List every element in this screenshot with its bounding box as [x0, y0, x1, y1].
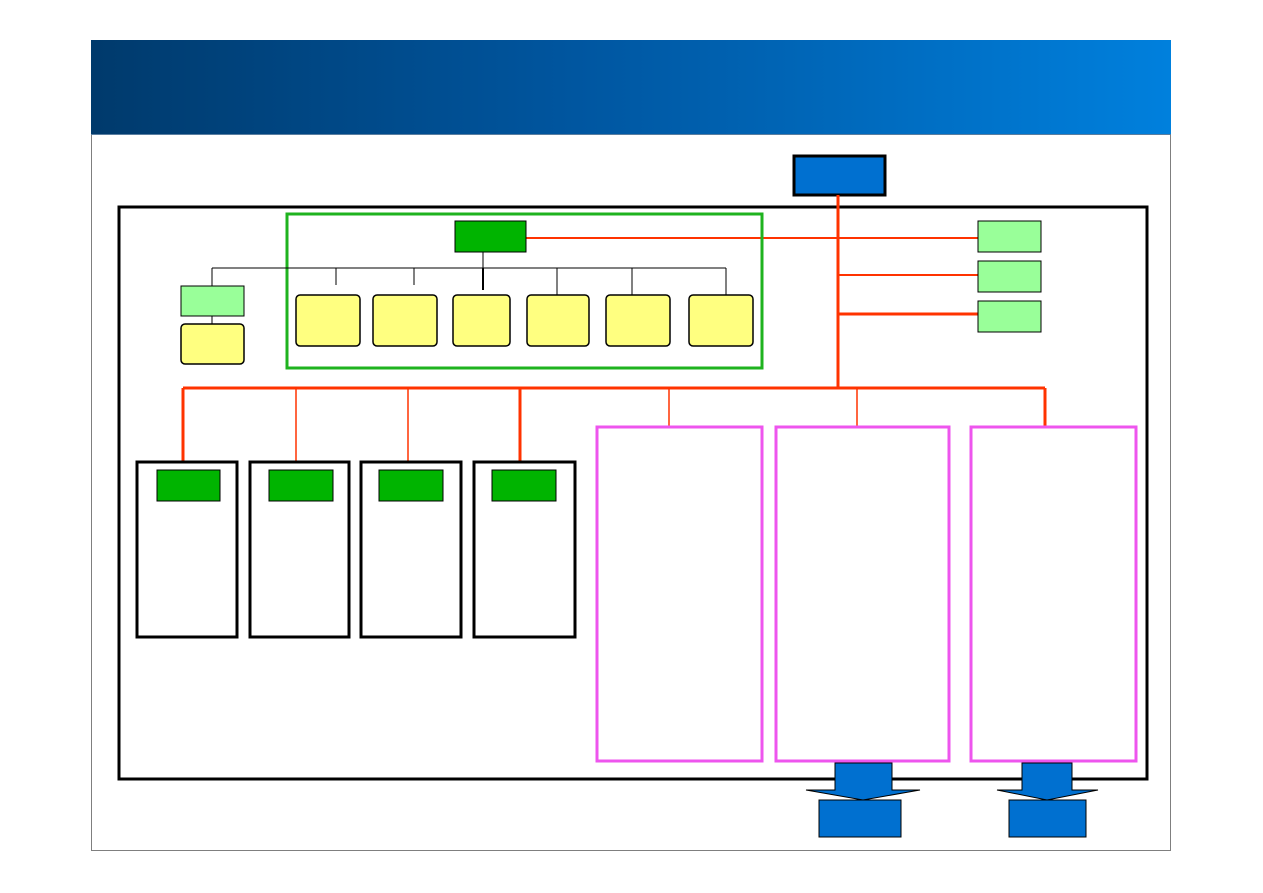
yellow-box-4[interactable] — [526, 294, 590, 347]
department-header-4[interactable] — [491, 469, 557, 502]
top-box[interactable] — [792, 154, 887, 197]
left-light-green-box[interactable] — [180, 285, 245, 317]
bottom-box-2[interactable] — [1008, 799, 1087, 838]
bottom-box-1[interactable] — [818, 799, 902, 838]
right-light-green-box-2[interactable] — [977, 260, 1042, 293]
magenta-frame-3[interactable] — [969, 425, 1138, 763]
magenta-frame-1[interactable] — [595, 425, 764, 763]
yellow-box-5[interactable] — [605, 294, 671, 347]
slide-title-bar — [91, 40, 1171, 135]
down-arrow-2 — [996, 762, 1099, 801]
magenta-frame-2[interactable] — [774, 425, 951, 763]
department-header-2[interactable] — [268, 469, 334, 502]
yellow-box-6[interactable] — [688, 294, 754, 347]
right-light-green-box-1[interactable] — [977, 220, 1042, 253]
tree-lines — [211, 252, 727, 324]
head-box[interactable] — [454, 220, 527, 253]
left-yellow-box[interactable] — [180, 323, 245, 365]
right-light-green-box-3[interactable] — [977, 300, 1042, 333]
green-frame — [285, 212, 764, 370]
down-arrow-1 — [805, 762, 921, 801]
department-header-3[interactable] — [378, 469, 444, 502]
magenta-frames — [595, 425, 1138, 763]
right-box-stack — [977, 220, 1042, 333]
yellow-box-row — [295, 294, 754, 347]
main-frame — [117, 205, 1149, 781]
yellow-box-2[interactable] — [372, 294, 438, 347]
department-headers — [156, 469, 557, 502]
yellow-box-1[interactable] — [295, 294, 361, 347]
yellow-box-3[interactable] — [452, 294, 511, 347]
department-header-1[interactable] — [156, 469, 221, 502]
red-connectors — [181, 195, 1047, 462]
